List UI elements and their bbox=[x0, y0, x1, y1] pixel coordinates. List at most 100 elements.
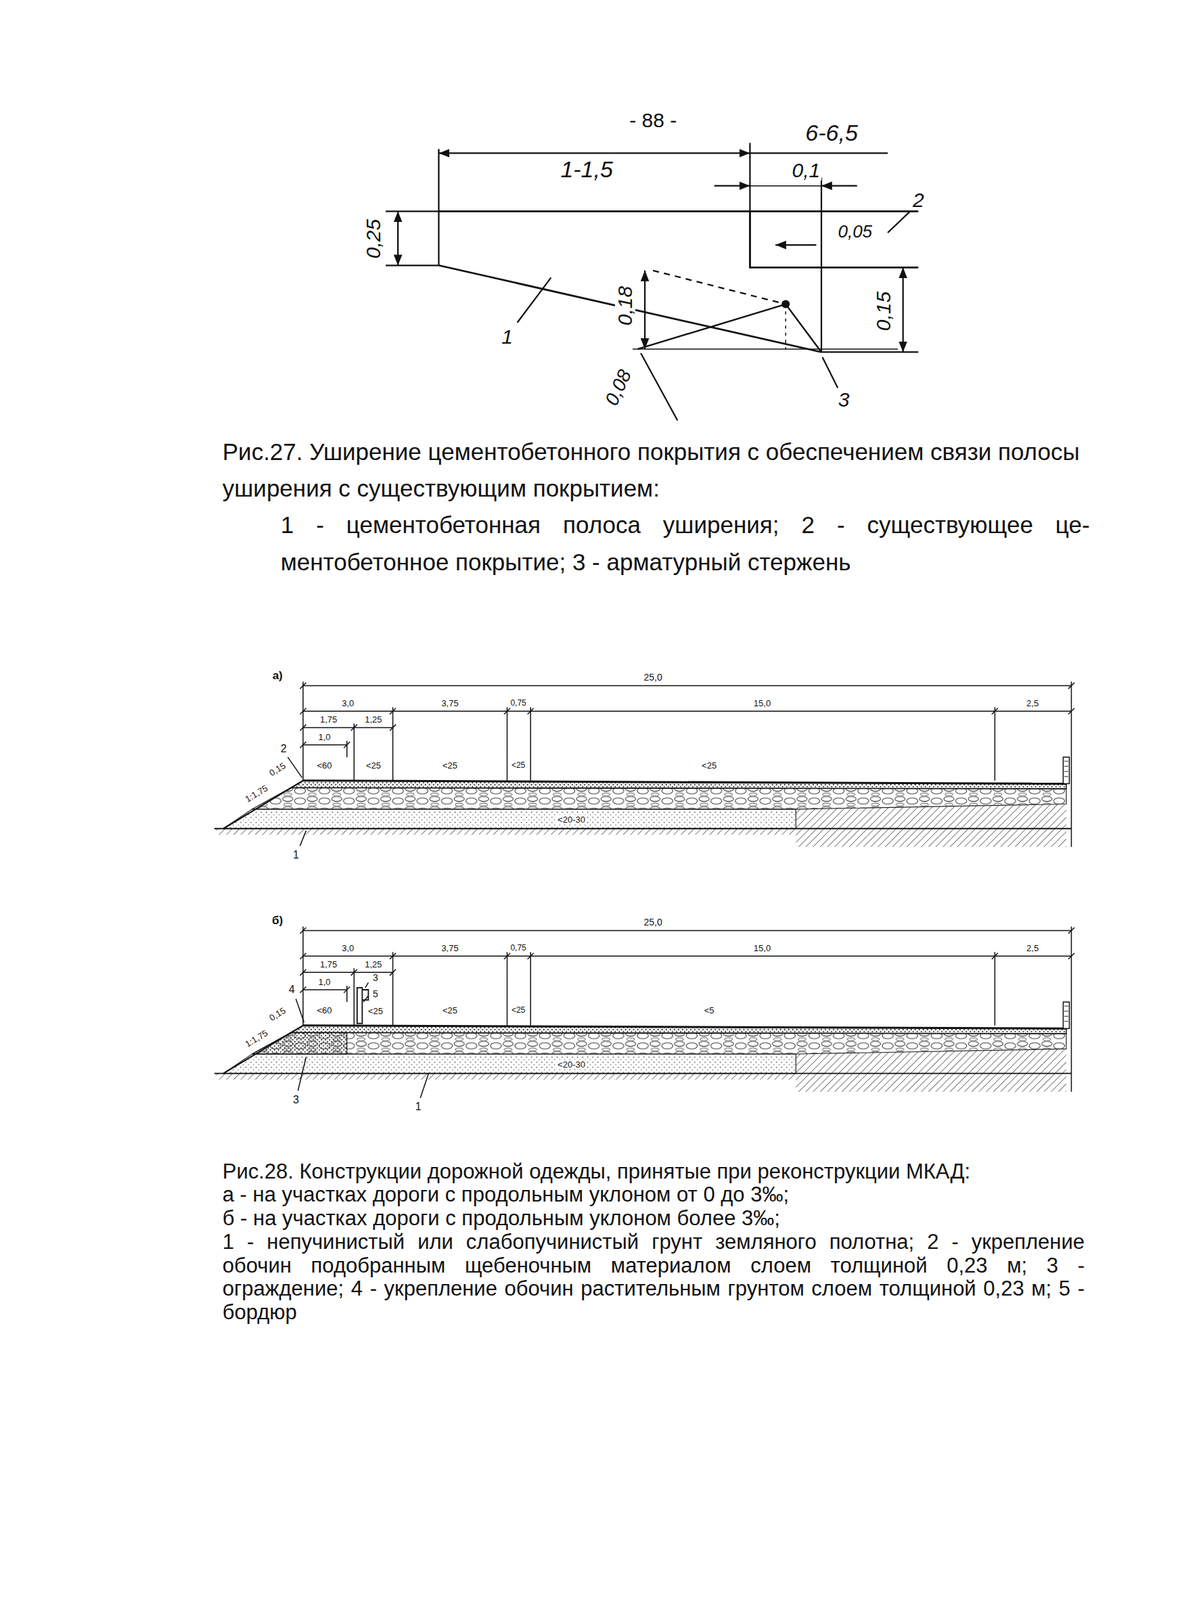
dimension-label: 0,15 bbox=[266, 1005, 289, 1024]
caption-text: б - на участках дороги с продольным укло… bbox=[222, 1207, 1085, 1231]
caption-block: Рис.27. Уширение цементобетонного покрыт… bbox=[222, 433, 1091, 581]
dimension-label: 0,15 bbox=[266, 760, 289, 779]
widening-section-part bbox=[397, 211, 399, 266]
widening-section-part bbox=[438, 265, 822, 352]
dimension-label: 3,0 bbox=[340, 943, 356, 952]
widening-section-part bbox=[438, 142, 822, 352]
callout-number: 1 bbox=[500, 326, 515, 348]
dimension-label: 3,75 bbox=[439, 943, 460, 952]
dimension-label: 1,0 bbox=[317, 732, 333, 741]
dimension-label: <25 bbox=[510, 1006, 527, 1015]
leader-line-part bbox=[287, 757, 302, 778]
callout-number: 1 bbox=[291, 849, 301, 861]
barrier-symbol-part bbox=[361, 989, 369, 1001]
widening-section-part bbox=[652, 270, 786, 305]
dimension-label: <60 bbox=[315, 761, 334, 770]
leader-line-part bbox=[295, 999, 304, 1024]
dimension-label: <20-30 bbox=[556, 1059, 587, 1069]
caption-text: 1 - цементобетонная полоса уширения; 2 -… bbox=[280, 506, 1091, 581]
callout-number: 1 bbox=[414, 1101, 423, 1113]
leader-line-part bbox=[365, 982, 369, 988]
dimension-label: 1,25 bbox=[363, 715, 383, 724]
dimension-label: <25 bbox=[364, 761, 383, 770]
widening-section bbox=[385, 142, 919, 421]
page-number: - 88 - bbox=[627, 110, 678, 131]
widening-section-part bbox=[887, 211, 911, 233]
dimension-label: 3,75 bbox=[439, 698, 460, 708]
widening-section-part bbox=[749, 185, 822, 187]
dimension-label: 15,0 bbox=[752, 943, 773, 952]
callout-number: 3 bbox=[371, 972, 380, 983]
dimension-label: 1-1,5 bbox=[558, 157, 615, 181]
widening-section-part bbox=[438, 152, 750, 154]
section-a-part bbox=[214, 682, 1075, 848]
dimension-label: <25 bbox=[366, 1006, 385, 1016]
caption-text: а - на участках дороги с продольным укло… bbox=[222, 1183, 1085, 1208]
widening-section-part bbox=[749, 211, 919, 268]
dimension-label: 1,0 bbox=[317, 977, 333, 986]
section-a bbox=[214, 682, 1075, 848]
leader-line bbox=[287, 757, 306, 846]
callout-number: 5 bbox=[371, 989, 380, 999]
dimension-label: 6-6,5 bbox=[803, 121, 860, 145]
widening-section-part bbox=[749, 152, 888, 154]
widening-section-part bbox=[640, 353, 678, 421]
dimension-label: 25,0 bbox=[642, 672, 664, 683]
figure-label: б) bbox=[270, 914, 285, 927]
leader-line bbox=[295, 982, 429, 1098]
dimension-label: 0,25 bbox=[363, 217, 384, 260]
figure-caption: Рис.28. Конструкции дорожной одежды, при… bbox=[222, 1160, 1085, 1185]
dimension-label: 0,75 bbox=[508, 943, 528, 952]
callout-number: 4 bbox=[287, 984, 297, 996]
dimension-label: 3,0 bbox=[340, 698, 356, 708]
dimension-label: 0,08 bbox=[601, 366, 636, 411]
widening-section-part bbox=[438, 210, 919, 213]
dimension-label: 25,0 bbox=[642, 917, 664, 927]
dimension-label: <20-30 bbox=[556, 814, 587, 824]
dimension-label: <25 bbox=[441, 761, 459, 770]
dimension-label: <60 bbox=[315, 1005, 334, 1015]
dimension-label: 0,1 bbox=[790, 160, 823, 181]
widening-section-part bbox=[784, 304, 787, 350]
widening-section-part bbox=[822, 357, 838, 388]
dimension-label: 2,5 bbox=[1025, 698, 1040, 708]
dimension-label: <25 bbox=[700, 761, 718, 770]
caption-block: Рис.28. Конструкции дорожной одежды, при… bbox=[222, 1160, 1085, 1325]
caption-text: 1 - непучинистый или слабопучинистый гру… bbox=[222, 1230, 1085, 1325]
section-b bbox=[214, 926, 1075, 1098]
widening-section-part bbox=[638, 304, 822, 353]
widening-section-part bbox=[821, 185, 858, 187]
callout-number: 3 bbox=[836, 389, 852, 411]
dimension-label: 1,75 bbox=[318, 960, 339, 969]
barrier-symbol bbox=[357, 987, 369, 1024]
dimension-label: 0,05 bbox=[836, 222, 874, 241]
widening-section-part bbox=[902, 267, 904, 352]
leader-line-part bbox=[299, 830, 306, 847]
widening-section-part bbox=[714, 185, 751, 187]
figure-label: а) bbox=[271, 669, 285, 682]
dimension-label: <25 bbox=[510, 761, 527, 770]
widening-section-part bbox=[644, 270, 646, 350]
callout-number: 2 bbox=[911, 190, 926, 211]
callout-number: 3 bbox=[291, 1094, 301, 1106]
leader-line-part bbox=[297, 1057, 306, 1092]
widening-section-part bbox=[632, 348, 898, 350]
dimension-label: 15,0 bbox=[752, 698, 773, 708]
dimension-label: 0,75 bbox=[508, 698, 528, 708]
section-b-part bbox=[214, 926, 1075, 1092]
dimension-label: 0,18 bbox=[615, 284, 636, 327]
widening-section-part bbox=[385, 211, 439, 266]
rebar-dot bbox=[781, 300, 790, 309]
rebar-dot-part bbox=[781, 300, 790, 309]
dimension-label: 2,5 bbox=[1025, 943, 1040, 952]
widening-section-part bbox=[517, 277, 552, 323]
dimension-label: 0,15 bbox=[873, 290, 894, 333]
figure-caption: Рис.27. Уширение цементобетонного покрыт… bbox=[222, 433, 1091, 508]
dimension-label: <25 bbox=[441, 1005, 459, 1015]
dimension-label: <5 bbox=[702, 1005, 716, 1015]
leader-line-part bbox=[420, 1073, 429, 1099]
section-b-part bbox=[251, 982, 429, 1098]
dimension-label: 1,75 bbox=[318, 715, 339, 724]
barrier-symbol-part bbox=[357, 987, 363, 1024]
